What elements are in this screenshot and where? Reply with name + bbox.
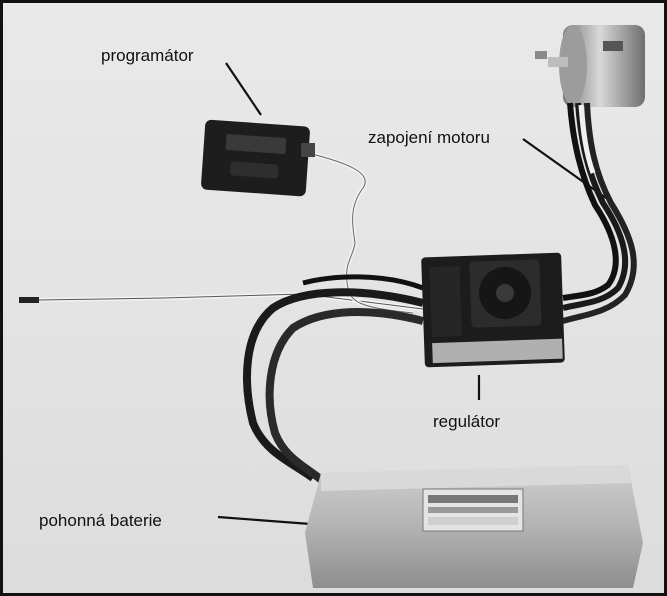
battery-pack <box>305 465 643 588</box>
battery-wires <box>243 274 425 485</box>
label-regulator: regulátor <box>433 412 501 431</box>
label-programator: programátor <box>101 46 194 65</box>
signal-lead <box>19 291 424 311</box>
motor-wires <box>562 102 637 324</box>
label-battery: pohonná baterie <box>39 511 162 530</box>
esc-regulator <box>421 252 565 368</box>
motor <box>535 25 645 107</box>
label-motor-connection: zapojení motoru <box>368 128 490 147</box>
electronics-photo <box>19 25 645 588</box>
leader-line-programator <box>225 62 262 116</box>
leader-line-motor <box>522 138 607 199</box>
programmer-device <box>201 119 315 197</box>
